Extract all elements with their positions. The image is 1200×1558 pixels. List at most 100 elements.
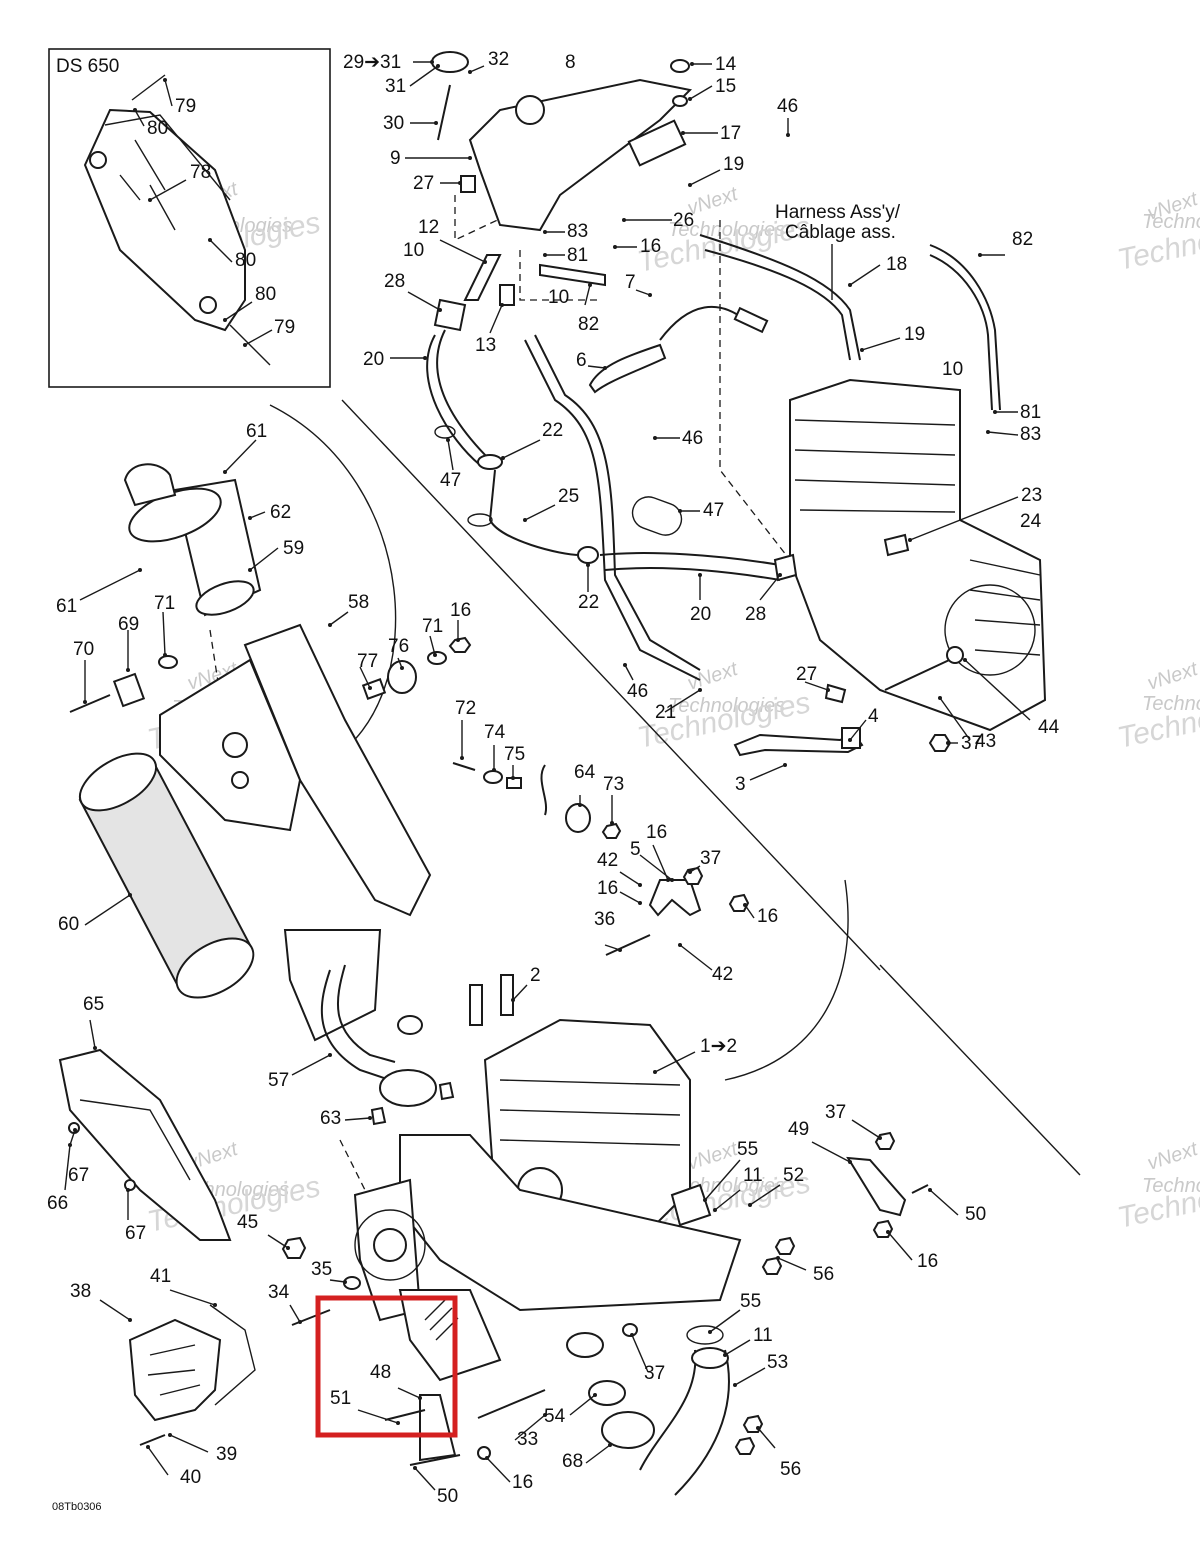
callout-leader-dot [396, 1421, 400, 1425]
callout-label: 23 [1021, 485, 1042, 506]
callout-label: 80 [255, 284, 276, 305]
flange-68 [601, 1411, 655, 1449]
clip-63 [370, 1106, 387, 1126]
callout-label: 37 [961, 733, 982, 754]
callout-leader-dot [213, 1303, 217, 1307]
head-fins [499, 1079, 681, 1146]
callout-label: 80 [235, 250, 256, 271]
callout-leader-dot [492, 768, 496, 772]
callout-label: 52 [783, 1165, 804, 1186]
watermark-text: Technologies [668, 219, 785, 241]
callout-label: 12 [418, 217, 439, 238]
callout-leader-dot [578, 803, 582, 807]
callout-label: 10 [548, 287, 569, 308]
callout-leader-dot [688, 97, 692, 101]
callout-label: 6 [576, 350, 587, 371]
callout-leader-dot [368, 1116, 372, 1120]
callout-label: 13 [475, 335, 496, 356]
callout-label: 50 [965, 1204, 986, 1225]
callout-leader-dot [783, 763, 787, 767]
callout-leader [664, 689, 701, 713]
callout-leader-dot [433, 653, 437, 657]
callout-leader-dot [963, 658, 967, 662]
callout-leader-dot [653, 1070, 657, 1074]
watermark-text: Technologies [668, 695, 785, 717]
gear-sprocket [354, 1209, 426, 1281]
fitting [499, 284, 515, 306]
callout-label: 42 [597, 850, 618, 871]
callout-leader-dot [208, 238, 212, 242]
hose-20 [426, 334, 481, 466]
hose-20-lower [599, 552, 781, 566]
watermark-text: Technologies [1142, 211, 1200, 233]
callout-leader [397, 1387, 421, 1399]
callout-label: 17 [720, 123, 741, 144]
callout-leader [744, 904, 755, 919]
callout-label: 69 [118, 614, 139, 635]
dashed-guide [519, 250, 600, 301]
notes: Harness Ass'y/ Câblage ass. 08Tb0306 [52, 202, 901, 1513]
callout-leader-dot [723, 1353, 727, 1357]
callout-label: 26 [673, 210, 694, 231]
callout-leader-dot [848, 283, 852, 287]
callout-leader-dot [468, 70, 472, 74]
callout-label: 16 [512, 1472, 533, 1493]
callout-leader [749, 764, 786, 781]
callout-leader [689, 169, 721, 186]
hose-82 [539, 263, 606, 287]
callout-leader-dot [500, 303, 504, 307]
callout-label: 22 [542, 420, 563, 441]
bracket-48 [419, 1394, 457, 1462]
spring-clip [540, 764, 548, 816]
callout-leader-dot [146, 1445, 150, 1449]
callout-label: 37 [825, 1102, 846, 1123]
callout-leader-dot [298, 1320, 302, 1324]
bolt-36 [605, 934, 651, 956]
callout-leader [147, 1446, 169, 1476]
callout-leader-dot [986, 430, 990, 434]
exhaust-ring [397, 1015, 423, 1035]
callout-label: 34 [268, 1282, 290, 1303]
callout-leader-dot [286, 1246, 290, 1250]
bracket-part [648, 879, 702, 917]
hose-82-right [929, 244, 1001, 411]
lever-cable [659, 306, 746, 341]
callout-leader-dot [511, 776, 515, 780]
callout-leader [887, 1231, 913, 1261]
oil-tank-assembly [431, 51, 693, 332]
callout-leader-dot [163, 653, 167, 657]
callout-leader-dot [68, 1143, 72, 1147]
choke-lever [588, 306, 769, 394]
callout-leader-dot [588, 283, 592, 287]
callout-leader [987, 431, 1019, 436]
callout-leader-dot [126, 1188, 130, 1192]
callout-leader-dot [638, 901, 642, 905]
callout-leader-dot [248, 516, 252, 520]
callout-leader-dot [690, 62, 694, 66]
hose-18 [704, 249, 851, 361]
gear-hub [373, 1228, 407, 1262]
callout-label: 48 [370, 1362, 391, 1383]
heat-shield-part [128, 1318, 222, 1422]
callout-leader [486, 1457, 511, 1483]
callout-label: 10 [403, 240, 424, 261]
callout-label: 71 [422, 616, 443, 637]
callout-leader [724, 1339, 751, 1356]
callout-leader [861, 337, 901, 351]
callout-label: 81 [567, 245, 588, 266]
callout-leader-dot [748, 1203, 752, 1207]
callout-leader-dot [622, 218, 626, 222]
callout-leader [512, 984, 528, 1001]
callout-leader [99, 1299, 131, 1321]
hose-20-lower [604, 567, 781, 581]
callout-leader-dot [434, 121, 438, 125]
callout-label: 67 [125, 1223, 146, 1244]
washer-43 [946, 646, 964, 664]
bracket-part [846, 1156, 907, 1217]
exhaust-pipe-57 [320, 969, 391, 1081]
callout-label: 49 [788, 1119, 809, 1140]
callout-leader [964, 659, 1031, 721]
callout-leader-dot [460, 756, 464, 760]
callout-label: 16 [640, 236, 661, 257]
callout-label: 24 [1020, 511, 1042, 532]
